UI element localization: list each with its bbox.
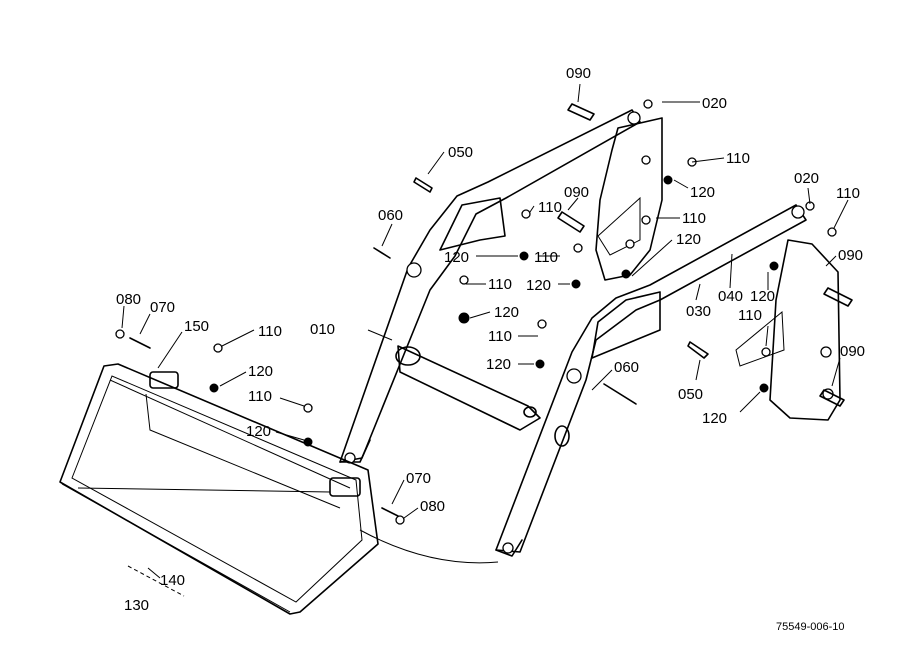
- hardware: [115, 99, 853, 597]
- label-090: 090: [566, 65, 591, 82]
- label-130: 130: [124, 597, 149, 614]
- pin-090-c: [823, 287, 853, 307]
- label-110: 110: [248, 388, 272, 405]
- label-120: 120: [676, 231, 701, 248]
- label-050: 050: [678, 386, 703, 403]
- label-120: 120: [486, 356, 511, 373]
- label-090: 090: [838, 247, 863, 264]
- bolt-110-set: [213, 157, 837, 413]
- reference-number: 75549-006-10: [776, 621, 845, 633]
- label-080: 080: [116, 291, 141, 308]
- label-040: 040: [718, 288, 743, 305]
- left-mounting-bracket: [595, 117, 663, 281]
- label-120: 120: [246, 423, 271, 440]
- label-090: 090: [564, 184, 589, 201]
- label-010: 010: [310, 321, 335, 338]
- hose-line: [359, 529, 499, 564]
- label-120: 120: [248, 363, 273, 380]
- pin-090-b: [557, 211, 585, 233]
- loader-frame: [339, 109, 807, 557]
- right-mounting-bracket: [735, 239, 841, 421]
- label-030: 030: [686, 303, 711, 320]
- label-060: 060: [378, 207, 403, 224]
- label-110: 110: [534, 249, 558, 266]
- label-090: 090: [840, 343, 865, 360]
- label-140: 140: [160, 572, 185, 589]
- label-120: 120: [444, 249, 469, 266]
- label-120: 120: [690, 184, 715, 201]
- label-120: 120: [494, 304, 519, 321]
- label-110: 110: [726, 150, 750, 167]
- label-110: 110: [488, 276, 512, 293]
- label-020: 020: [794, 170, 819, 187]
- label-110: 110: [488, 328, 512, 345]
- label-070: 070: [406, 470, 431, 487]
- pin-090-a: [567, 103, 595, 121]
- label-110: 110: [836, 185, 860, 202]
- label-060: 060: [614, 359, 639, 376]
- label-120: 120: [702, 410, 727, 427]
- label-070: 070: [150, 299, 175, 316]
- label-020: 020: [702, 95, 727, 112]
- leader-lines: [121, 83, 849, 579]
- label-110: 110: [258, 323, 282, 340]
- label-080: 080: [420, 498, 445, 515]
- bucket: [59, 363, 379, 615]
- label-120: 120: [750, 288, 775, 305]
- nut-120-set: [209, 175, 779, 447]
- part-labels: 090 020 050 110 120 090 020 110 060 110 …: [116, 65, 865, 633]
- label-150: 150: [184, 318, 209, 335]
- label-110: 110: [682, 210, 706, 227]
- label-050: 050: [448, 144, 473, 161]
- pin-090-d: [819, 389, 845, 407]
- label-110: 110: [538, 199, 562, 216]
- label-110: 110: [738, 307, 762, 324]
- label-120: 120: [526, 277, 551, 294]
